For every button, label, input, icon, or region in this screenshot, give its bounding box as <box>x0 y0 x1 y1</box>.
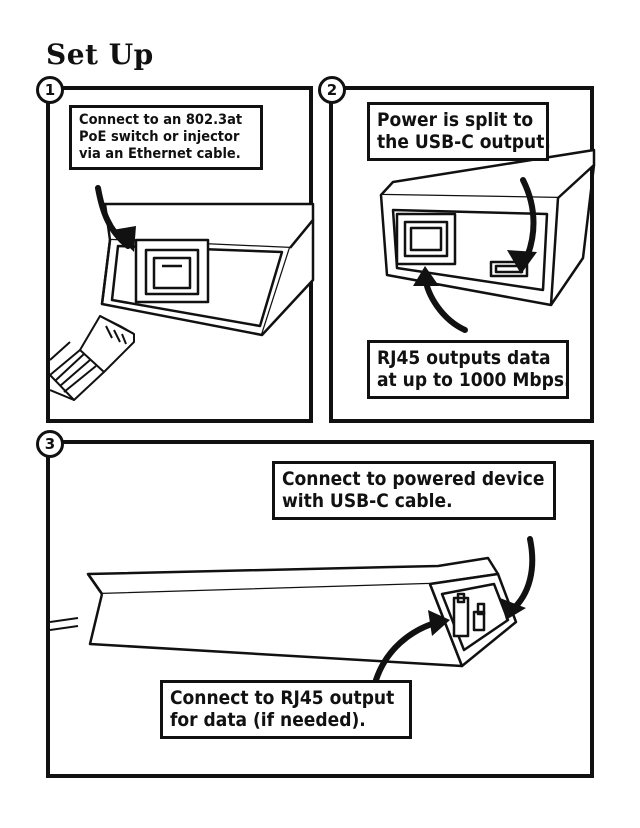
step-2-number-badge: 2 <box>318 76 346 104</box>
callout-line: the USB-C output. <box>377 131 551 154</box>
page-title: Set Up <box>46 38 154 71</box>
callout-line: Connect to an 802.3at <box>79 112 243 128</box>
callout-line: for data (if needed). <box>170 709 366 732</box>
callout-line: with USB-C cable. <box>282 490 453 513</box>
step-2-callout-power: Power is split to the USB-C output. <box>367 102 551 161</box>
step-3-panel: Connect to powered device with USB-C cab… <box>46 440 594 778</box>
step-3-number-badge: 3 <box>36 430 64 458</box>
step-1-callout: Connect to an 802.3at PoE switch or inje… <box>69 105 263 171</box>
step-1-panel: Connect to an 802.3at PoE switch or inje… <box>46 86 315 423</box>
poe-splitter-rj45-input-illustration <box>50 185 315 401</box>
callout-line: at up to 1000 Mbps. <box>377 369 571 392</box>
callout-line: RJ45 outputs data <box>377 347 551 369</box>
callout-line: PoE switch or injector <box>79 129 240 146</box>
step-3-callout-rj45: Connect to RJ45 output for data (if need… <box>160 680 412 739</box>
poe-splitter-outputs-illustration <box>379 148 596 333</box>
callout-line: via an Ethernet cable. <box>79 146 241 163</box>
callout-line: Connect to powered device <box>282 468 545 490</box>
callout-line: Power is split to <box>377 109 534 131</box>
step-1-number-badge: 1 <box>36 76 64 104</box>
poe-splitter-connected-illustration <box>50 536 536 683</box>
callout-line: Connect to RJ45 output <box>170 687 395 709</box>
step-3-callout-usbc: Connect to powered device with USB-C cab… <box>272 461 556 520</box>
step-2-panel: Power is split to the USB-C output. RJ45… <box>329 86 596 423</box>
step-2-callout-data: RJ45 outputs data at up to 1000 Mbps. <box>367 340 571 399</box>
